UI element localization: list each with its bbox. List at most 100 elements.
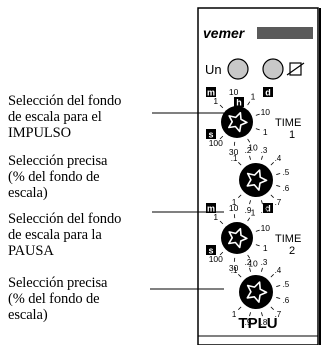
- knob-pointer-icon: [246, 169, 268, 191]
- range-knob-1-tick: [219, 104, 224, 109]
- fine-knob-1-scale-label: 1: [232, 198, 237, 207]
- knob-pointer-icon: [246, 281, 268, 303]
- fine-knob-1-tick: [276, 173, 281, 175]
- relay-contact-icon: [286, 62, 305, 76]
- range-knob-2-scale-label: 1: [251, 208, 256, 218]
- brand-logo: vemer: [203, 25, 246, 41]
- range-knob-1-scale-label: 30: [229, 147, 239, 157]
- fine-knob-1-tick: [276, 185, 281, 187]
- range-knob-1-tick: [247, 101, 251, 106]
- range-knob-2-tick: [255, 244, 260, 247]
- range-knob-2-tick: [247, 217, 251, 222]
- range-knob-1[interactable]: [221, 106, 253, 138]
- unit-badge-h: h: [236, 98, 242, 108]
- unit-badge-s-bg: [206, 245, 216, 255]
- range-knob-2-scale-label: 10: [261, 223, 271, 233]
- range-knob-1-scale-label: 1: [251, 92, 256, 102]
- fine-knob-1-tick: [238, 194, 242, 198]
- fine-knob-2-scale-label: .1: [231, 266, 238, 275]
- led-label: Un: [205, 62, 222, 77]
- fine-knob-2-tick: [276, 297, 281, 299]
- fine-knob-1-scale-label: .9: [245, 206, 252, 215]
- unit-badge-d-bg: [263, 203, 273, 213]
- label-stripe: [257, 27, 313, 39]
- fine-knob-2-scale-label: 1: [232, 310, 237, 319]
- model-label: TPLU: [238, 315, 277, 332]
- fine-knob-2-tick: [261, 267, 263, 272]
- fine-knob-1-scale-label: .5: [283, 168, 290, 177]
- range-knob-2-scale-label: 10: [248, 258, 258, 268]
- range-knob-1-tick: [255, 113, 260, 116]
- fine-knob-1-tick: [261, 155, 263, 160]
- range-knob-2-tick: [219, 251, 224, 256]
- fine-knob-1[interactable]: [239, 163, 273, 197]
- fine-knob-2-tick: [276, 285, 281, 287]
- range-knob-2-scale-label: 10: [229, 203, 239, 213]
- fine-knob-1-scale-label: .1: [231, 154, 238, 163]
- fine-knob-1-scale-label: .3: [261, 146, 268, 155]
- knob-pointer-icon: [228, 111, 248, 133]
- range-knob-2-scale-label: 100: [209, 254, 223, 264]
- range-knob-1-scale-label: 100: [209, 138, 223, 148]
- fine-knob-1-tick: [270, 162, 274, 166]
- fine-knob-2-scale-label: .2: [245, 258, 252, 267]
- unit-badge-s: s: [208, 130, 213, 140]
- fine-knob-2-scale-label: .4: [275, 266, 282, 275]
- unit-badge-s-bg: [206, 129, 216, 139]
- range-knob-1-tick: [255, 128, 260, 131]
- unit-badge-s: s: [208, 246, 213, 256]
- callout-range-impulse: Selección del fondo de escala para el IM…: [8, 93, 122, 141]
- fine-knob-2-scale-label: .3: [261, 258, 268, 267]
- power-led: [227, 58, 249, 80]
- fine-knob-2-scale-label: .9: [245, 318, 252, 327]
- fine-knob-1-tick: [238, 162, 242, 166]
- relay-led: [262, 58, 284, 80]
- fine-knob-1-scale-label: .2: [245, 146, 252, 155]
- fine-knob-2-scale-label: .7: [275, 310, 282, 319]
- range-knob-2-tick: [247, 254, 251, 259]
- time-index: 1: [289, 129, 295, 141]
- unit-badge-m-bg: [206, 203, 216, 213]
- unit-badge-d: d: [265, 204, 271, 214]
- fine-knob-1-tick: [261, 200, 263, 205]
- range-knob-1-scale-label: 10: [248, 142, 258, 152]
- fine-knob-1-scale-label: .6: [283, 184, 290, 193]
- range-knob-1-scale-label: 1: [263, 127, 268, 137]
- callout-range-pause: Selección del fondo de escala para la PA…: [8, 211, 122, 259]
- unit-badge-d: d: [265, 88, 271, 98]
- fine-knob-1-scale-label: .4: [275, 154, 282, 163]
- unit-badge-m-bg: [206, 87, 216, 97]
- fine-knob-2-tick: [238, 306, 242, 310]
- unit-badge-h-bg: [234, 97, 244, 107]
- range-knob-2-tick: [219, 220, 224, 225]
- range-knob-2-scale-label: 1: [213, 212, 218, 222]
- fine-knob-2-scale-label: .8: [261, 318, 268, 327]
- time-label: TIME: [275, 117, 301, 129]
- range-knob-2-scale-label: 1: [263, 243, 268, 253]
- fine-knob-1-tick: [249, 155, 251, 160]
- callout-fine-2: Selección precisa (% del fondo de escala…: [8, 275, 108, 323]
- unit-badge-m: m: [207, 88, 215, 98]
- unit-badge-d-bg: [263, 87, 273, 97]
- unit-badge-m: m: [207, 204, 215, 214]
- fine-knob-2[interactable]: [239, 275, 273, 309]
- knob-pointer-icon: [228, 227, 248, 249]
- range-knob-2-tick: [255, 229, 260, 232]
- range-knob-1-tick: [247, 138, 251, 143]
- fine-knob-2-tick: [270, 306, 274, 310]
- fine-knob-2-tick: [249, 312, 251, 317]
- fine-knob-2-tick: [270, 274, 274, 278]
- fine-knob-1-tick: [249, 200, 251, 205]
- range-knob-1-scale-label: 1: [213, 96, 218, 106]
- range-knob-1-scale-label: 10: [229, 87, 239, 97]
- range-knob-1-tick: [219, 135, 224, 140]
- range-knob-2[interactable]: [221, 222, 253, 254]
- fine-knob-2-tick: [261, 312, 263, 317]
- fine-knob-2-tick: [249, 267, 251, 272]
- time-index: 2: [289, 245, 295, 257]
- fine-knob-2-tick: [238, 274, 242, 278]
- range-knob-1-scale-label: 10: [261, 107, 271, 117]
- fine-knob-1-scale-label: .8: [261, 206, 268, 215]
